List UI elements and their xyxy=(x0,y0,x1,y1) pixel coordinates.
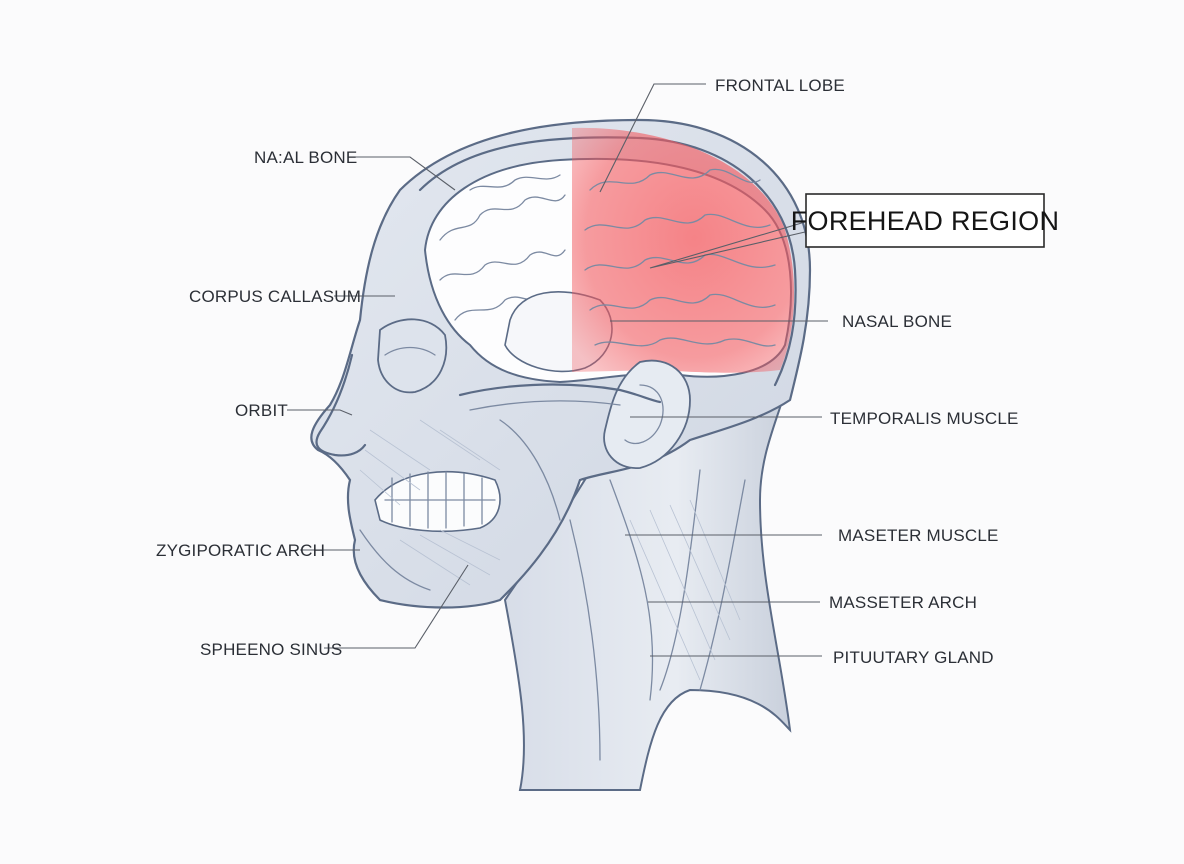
label-nasal-bone-left: NA:AL BONE xyxy=(254,148,357,167)
right-leader-lines xyxy=(599,83,828,657)
eye-orbit xyxy=(377,318,448,394)
label-maseter-muscle: MASETER MUSCLE xyxy=(838,526,999,545)
label-nasal-bone-right: NASAL BONE xyxy=(842,312,952,331)
label-frontal-lobe: FRONTAL LOBE xyxy=(715,76,845,95)
jaw xyxy=(374,471,501,533)
ear xyxy=(603,359,691,469)
label-pituutary-gland: PITUUTARY GLAND xyxy=(833,648,994,667)
label-orbit: ORBIT xyxy=(235,401,288,420)
label-masseter-arch: MASSETER ARCH xyxy=(829,593,977,612)
left-leader-lines xyxy=(287,156,469,649)
label-spheeno-sinus: SPHEENO SINUS xyxy=(200,640,342,659)
forehead-callout: FOREHEAD REGION xyxy=(649,193,1060,269)
label-temporalis-muscle: TEMPORALIS MUSCLE xyxy=(830,409,1019,428)
forehead-highlight xyxy=(572,127,795,373)
label-zygiporatic-arch: ZYGIPORATIC ARCH xyxy=(156,541,325,560)
forehead-callout-label: FOREHEAD REGION xyxy=(791,206,1060,236)
label-corpus-callosum: CORPUS CALLASUM xyxy=(189,287,361,306)
